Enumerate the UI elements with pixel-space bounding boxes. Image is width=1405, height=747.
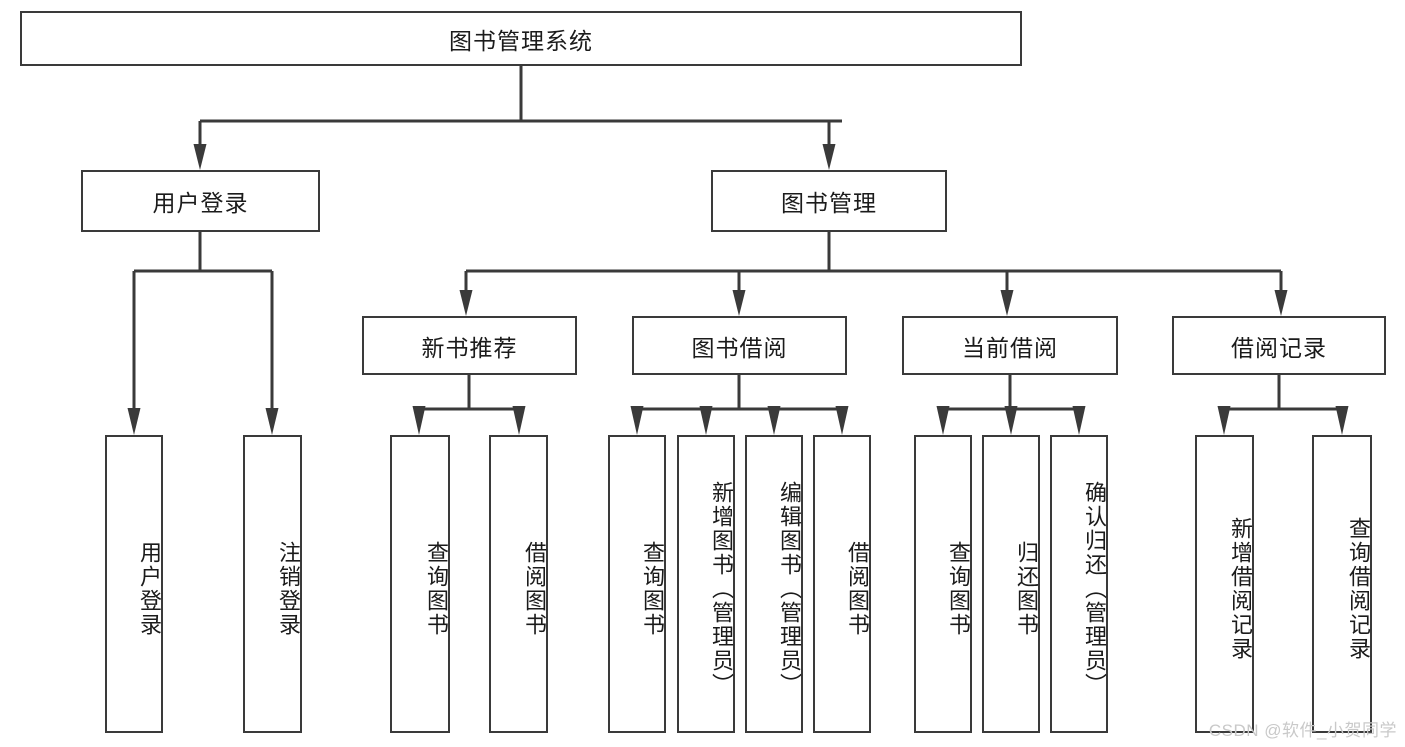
arrowhead-current-borrow — [1000, 290, 1014, 316]
node-new-book-rec[interactable]: 新书推荐 — [362, 316, 577, 375]
arrowhead-leaf-borrow-book-2 — [835, 406, 849, 435]
node-book-manage-label: 图书管理 — [781, 190, 877, 216]
arrowhead-leaf-add-book — [699, 406, 713, 435]
node-root[interactable]: 图书管理系统 — [20, 11, 1022, 66]
node-leaf-confirm-return[interactable]: 确认归还（管理员） — [1050, 435, 1108, 733]
node-current-borrow-label: 当前借阅 — [962, 334, 1058, 361]
node-leaf-add-record[interactable]: 新增借阅记录 — [1195, 435, 1254, 733]
arrowhead-leaf-add-record — [1217, 406, 1231, 435]
node-leaf-borrow-book-2[interactable]: 借阅图书 — [813, 435, 871, 733]
node-root-label: 图书管理系统 — [449, 27, 593, 54]
node-leaf-query-record-label: 查询借阅记录 — [1346, 517, 1371, 661]
arrowhead-leaf-query-record — [1335, 406, 1349, 435]
node-book-borrow-label: 图书借阅 — [691, 334, 788, 361]
arrowhead-leaf-query-book-2 — [630, 406, 644, 435]
arrowhead-leaf-return-book — [1004, 406, 1018, 435]
arrowhead-leaf-confirm-return — [1072, 406, 1086, 435]
node-leaf-query-book-2-label: 查询图书 — [640, 541, 665, 637]
node-leaf-return-book-label: 归还图书 — [1014, 541, 1039, 637]
arrowhead-leaf-user-login — [127, 408, 141, 435]
arrowhead-leaf-borrow-book-1 — [512, 406, 526, 435]
node-leaf-query-record[interactable]: 查询借阅记录 — [1312, 435, 1372, 733]
node-leaf-query-book-3[interactable]: 查询图书 — [914, 435, 972, 733]
arrowhead-leaf-logout — [265, 408, 279, 435]
node-leaf-add-record-label: 新增借阅记录 — [1228, 517, 1253, 661]
node-user-login-label: 用户登录 — [152, 190, 249, 216]
arrowhead-new-book-rec — [459, 290, 473, 316]
arrowhead-leaf-query-book-1 — [412, 406, 426, 435]
arrowhead-book-borrow — [732, 290, 746, 316]
node-leaf-query-book-1-label: 查询图书 — [424, 541, 449, 637]
node-leaf-query-book-2[interactable]: 查询图书 — [608, 435, 666, 733]
node-leaf-add-book[interactable]: 新增图书（管理员） — [677, 435, 735, 733]
node-user-login[interactable]: 用户登录 — [81, 170, 320, 232]
arrowhead-borrow-record — [1274, 290, 1288, 316]
node-borrow-record[interactable]: 借阅记录 — [1172, 316, 1386, 375]
arrowhead-leaf-edit-book — [767, 406, 781, 435]
node-leaf-add-book-label: 新增图书（管理员） — [709, 481, 734, 697]
node-leaf-borrow-book-2-label: 借阅图书 — [845, 541, 870, 637]
node-leaf-query-book-3-label: 查询图书 — [946, 541, 971, 637]
node-borrow-record-label: 借阅记录 — [1231, 334, 1327, 361]
node-leaf-edit-book-label: 编辑图书（管理员） — [777, 481, 802, 697]
arrowhead-leaf-query-book-3 — [936, 406, 950, 435]
arrowhead-book-manage — [822, 144, 836, 170]
node-book-borrow[interactable]: 图书借阅 — [632, 316, 847, 375]
node-book-manage[interactable]: 图书管理 — [711, 170, 947, 232]
node-leaf-user-login[interactable]: 用户登录 — [105, 435, 163, 733]
node-leaf-borrow-book-1-label: 借阅图书 — [522, 541, 547, 637]
node-leaf-confirm-return-label: 确认归还（管理员） — [1082, 481, 1107, 697]
node-leaf-user-login-label: 用户登录 — [137, 541, 162, 637]
node-leaf-borrow-book-1[interactable]: 借阅图书 — [489, 435, 548, 733]
node-leaf-logout-label: 注销登录 — [276, 541, 301, 637]
node-leaf-return-book[interactable]: 归还图书 — [982, 435, 1040, 733]
node-new-book-rec-label: 新书推荐 — [421, 334, 518, 361]
node-leaf-logout[interactable]: 注销登录 — [243, 435, 302, 733]
node-leaf-query-book-1[interactable]: 查询图书 — [390, 435, 450, 733]
arrow-heads — [127, 144, 1349, 435]
node-leaf-edit-book[interactable]: 编辑图书（管理员） — [745, 435, 803, 733]
arrowhead-user-login — [193, 144, 207, 170]
node-current-borrow[interactable]: 当前借阅 — [902, 316, 1118, 375]
